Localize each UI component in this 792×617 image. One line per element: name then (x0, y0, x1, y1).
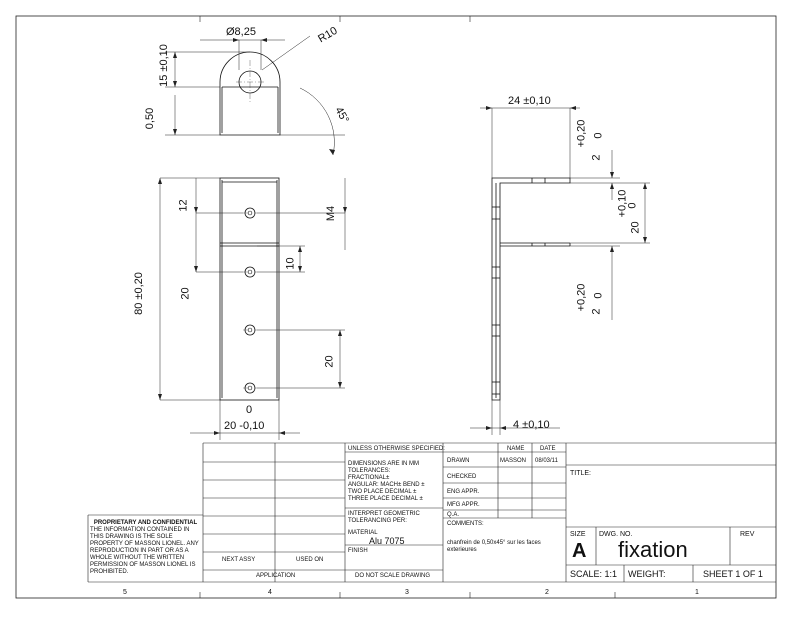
no-scale-note: DO NOT SCALE DRAWING (355, 573, 431, 579)
drawn-date: 08/03/11 (535, 458, 558, 464)
dwg-no-label: DWG. NO. (599, 531, 633, 538)
overall-length-label: 80 ±0,20 (132, 272, 145, 315)
angular-label: ANGULAR: MACH± BEND ± (348, 482, 425, 488)
checked-label: CHECKED (447, 474, 477, 480)
zone-5: 5 (123, 589, 127, 596)
top-tab-outline (219, 51, 281, 136)
zone-4: 4 (268, 589, 272, 596)
side-width-label: 24 ±0,10 (508, 95, 551, 107)
dimensions-note: DIMENSIONS ARE IN MM (348, 461, 420, 467)
comment-line-2: exterieures (447, 547, 477, 553)
interpret-label: INTERPRET GEOMETRIC (348, 511, 420, 517)
qa-label: Q.A. (447, 512, 460, 518)
main-strip (219, 177, 280, 401)
front-view (219, 51, 281, 401)
eng-appr-label: ENG APPR. (447, 489, 480, 495)
offset-label: 0,50 (144, 107, 157, 130)
tol-mid-b: 0 (626, 202, 639, 209)
zone-ticks (199, 16, 616, 598)
drawn-label: DRAWN (447, 458, 470, 464)
tol-top-b: 0 (592, 132, 605, 139)
unless-specified: UNLESS OTHERWISE SPECIFIED: (348, 446, 445, 452)
tol-mid-c: 20 (629, 221, 642, 234)
drawn-name: MASSON (500, 458, 527, 464)
center-lines (236, 60, 264, 389)
proprietary-header: PROPRIETARY AND CONFIDENTIAL (93, 520, 198, 526)
side-profile (491, 177, 571, 401)
date-header: DATE (540, 446, 556, 452)
three-place-label: THREE PLACE DECIMAL ± (348, 496, 423, 502)
comments-label: COMMENTS: (447, 521, 484, 527)
rev-label: REV (740, 531, 755, 538)
size-value: A (572, 540, 587, 562)
next-assy-label: NEXT ASSY (222, 557, 256, 563)
sheet-label: SHEET 1 OF 1 (703, 569, 763, 579)
used-on-label: USED ON (296, 557, 324, 563)
front-dimensions (159, 35, 346, 440)
zone-2: 2 (545, 589, 549, 596)
proprietary-notice: PROPRIETARY AND CONFIDENTIAL THE INFORMA… (88, 520, 203, 576)
zone-3: 3 (405, 589, 409, 596)
material-label: MATERIAL (348, 530, 378, 536)
material-value: Alu 7075 (369, 536, 405, 546)
mfg-appr-label: MFG APPR. (447, 502, 480, 508)
tol-top-c: 2 (590, 154, 603, 161)
comment-line-1: chanfrein de 0,50x45° sur les faces (447, 540, 541, 546)
side-arrows (486, 106, 647, 430)
front-arrows (158, 38, 347, 435)
tolerances-label: TOLERANCES: (348, 468, 391, 474)
name-header: NAME (507, 446, 525, 452)
tol-bot-b: 0 (592, 292, 605, 299)
size-label: SIZE (570, 531, 586, 538)
scale-label: SCALE: 1:1 (570, 569, 618, 579)
side-dimensions (470, 107, 650, 435)
application-label: APPLICATION (256, 573, 296, 579)
hole-diameter-label: Ø8,25 (226, 26, 256, 38)
width-tolerance-label: 20 -0,10 (224, 420, 265, 432)
zone-1: 1 (695, 589, 699, 596)
finish-label: FINISH (348, 548, 368, 554)
tol-top-a: +0,20 (575, 119, 588, 148)
title-label: TITLE: (570, 470, 592, 477)
tol-bot-a: +0,20 (575, 283, 588, 312)
thickness-label: 4 ±0,10 (513, 419, 550, 431)
sheet-border (15, 15, 777, 599)
two-place-label: TWO PLACE DECIMAL ± (348, 489, 417, 495)
proprietary-body: THE INFORMATION CONTAINED IN THIS DRAWIN… (90, 527, 199, 575)
dim-20a-label: 20 (179, 287, 192, 300)
side-view (491, 177, 571, 401)
dwg-no-value: fixation (618, 537, 688, 562)
dim-10-label: 10 (284, 257, 297, 270)
top-height-label: 15 ±0,10 (157, 44, 170, 87)
dim-20b-label: 20 (323, 355, 336, 368)
weight-label: WEIGHT: (628, 569, 666, 579)
thread-label: M4 (325, 205, 338, 222)
tolerancing-label: TOLERANCING PER: (348, 518, 407, 524)
fractional-label: FRACTIONAL± (348, 475, 390, 481)
dim-12-label: 12 (177, 199, 190, 212)
zero-label: 0 (246, 404, 253, 416)
title-block-grid (87, 442, 776, 583)
tol-bot-c: 2 (590, 308, 603, 315)
